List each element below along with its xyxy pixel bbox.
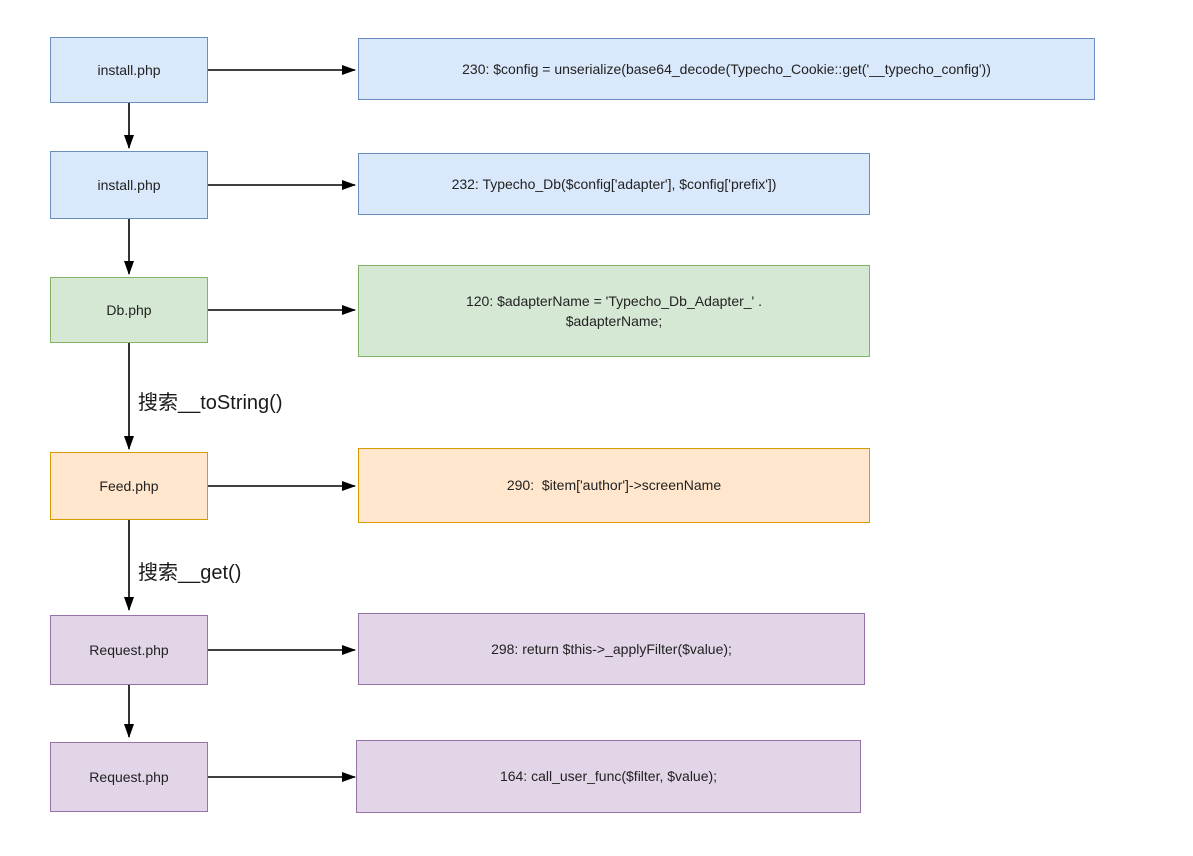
- file-node-label: Feed.php: [99, 477, 159, 494]
- code-text: 230: $config = unserialize(base64_decode…: [462, 60, 991, 77]
- file-node-request-php-2: Request.php: [50, 742, 208, 812]
- code-text: 290: $item['author']->screenName: [506, 477, 722, 494]
- code-node-line-298: 298: return $this->_applyFilter($value);: [358, 613, 865, 685]
- file-node-install-php-1: install.php: [50, 37, 208, 103]
- file-node-request-php-1: Request.php: [50, 615, 208, 685]
- code-node-line-230: 230: $config = unserialize(base64_decode…: [358, 38, 1095, 100]
- code-text: 298: return $this->_applyFilter($value);: [491, 640, 732, 657]
- file-node-label: install.php: [97, 61, 161, 78]
- file-node-label: Request.php: [89, 768, 169, 785]
- edge-label-search-tostring: 搜索__toString(): [138, 392, 283, 414]
- file-node-label: Request.php: [89, 641, 169, 658]
- file-node-db-php: Db.php: [50, 277, 208, 343]
- file-node-label: Db.php: [106, 301, 152, 318]
- file-node-feed-php: Feed.php: [50, 452, 208, 520]
- file-node-label: install.php: [97, 176, 161, 193]
- edge-label-search-get: 搜索__get(): [138, 562, 242, 584]
- code-text: 164: call_user_func($filter, $value);: [499, 768, 718, 785]
- code-text: 120: $adapterName = 'Typecho_Db_Adapter_…: [465, 292, 763, 309]
- code-node-line-232: 232: Typecho_Db($config['adapter'], $con…: [358, 153, 870, 215]
- code-node-line-290: 290: $item['author']->screenName: [358, 448, 870, 523]
- code-text: 232: Typecho_Db($config['adapter'], $con…: [451, 175, 777, 192]
- code-text: $adapterName;: [565, 313, 663, 329]
- code-node-line-120: 120: $adapterName = 'Typecho_Db_Adapter_…: [358, 265, 870, 357]
- code-node-line-164: 164: call_user_func($filter, $value);: [356, 740, 861, 813]
- file-node-install-php-2: install.php: [50, 151, 208, 219]
